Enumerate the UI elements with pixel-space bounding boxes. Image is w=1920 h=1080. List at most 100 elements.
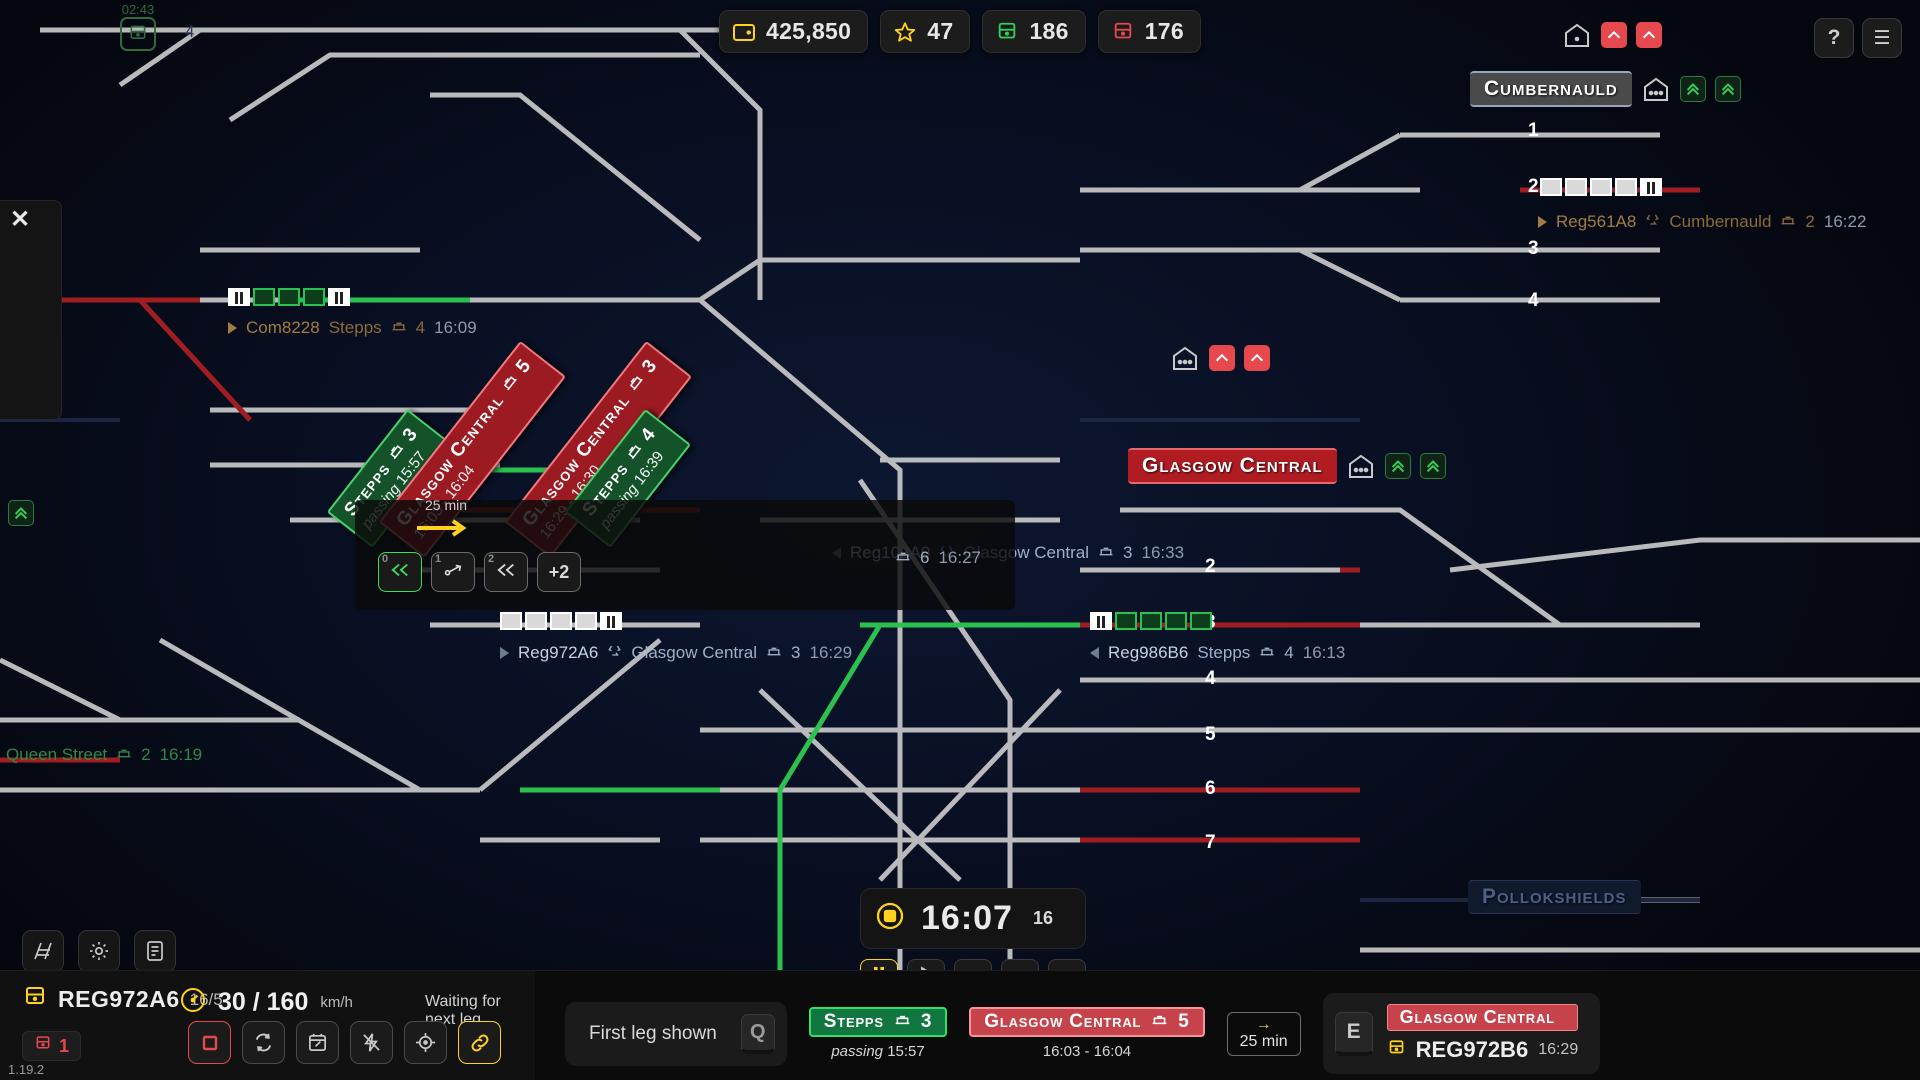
train-label-reg561a8[interactable]: Reg561A8 Cumbernauld 2 16:22 — [1538, 212, 1866, 232]
consist-reg972a6[interactable] — [500, 612, 622, 630]
direction-arrow-icon — [1538, 216, 1547, 228]
clock-box: 16:07 16 — [860, 888, 1086, 949]
late-value: 176 — [1144, 18, 1184, 44]
chevron-up-red-icon-2[interactable] — [1244, 345, 1270, 371]
stat-reputation[interactable]: 47 — [880, 10, 971, 53]
hud-train-panel: REG972A6 16/5 1 1.19.2 — [0, 971, 535, 1080]
chevron-up-icon-gc-2[interactable] — [1419, 453, 1446, 479]
schedule-tag-stepps-2[interactable]: Stepps 4 passing 16:39 — [564, 409, 691, 548]
settings-tool-button[interactable] — [78, 930, 120, 972]
depot-icon-tr[interactable] — [1562, 22, 1592, 48]
direction-arrow-icon-972 — [500, 647, 509, 659]
depot-icon[interactable] — [1641, 76, 1671, 102]
consist-reg986b6[interactable] — [1090, 612, 1212, 630]
platform-number-1: 1 — [1528, 120, 1539, 141]
route-context-popup: 25 min 0 1 — [355, 497, 1015, 610]
schedule-button[interactable] — [296, 1021, 339, 1064]
station-label-glasgow-central[interactable]: Glasgow Central — [1128, 448, 1337, 484]
chevron-up-side-icon[interactable] — [8, 500, 34, 526]
station-label-queen-street[interactable]: Queen Street 2 16:19 — [6, 745, 203, 764]
hud-train-row: REG972A6 16/5 — [0, 971, 535, 1014]
chevron-up-icon-1[interactable] — [1679, 76, 1706, 102]
depot-icon-mid[interactable] — [1170, 345, 1200, 371]
stat-ontime-trains[interactable]: 186 — [982, 10, 1086, 53]
reverse-button[interactable] — [242, 1021, 285, 1064]
stop-button[interactable] — [188, 1021, 231, 1064]
rewind-alt-icon — [496, 562, 516, 583]
schedule-tag-glasgow-2[interactable]: Glasgow Central 3 16:29 - 16:30 — [504, 340, 692, 558]
link-button[interactable] — [458, 1021, 501, 1064]
chevron-up-red-icon-1[interactable] — [1209, 345, 1235, 371]
no-boost-button[interactable] — [350, 1021, 393, 1064]
next-leg-panel[interactable]: E Glasgow Central REG972B6 16:29 — [1322, 993, 1601, 1074]
side-drawer[interactable] — [0, 200, 62, 420]
help-label: ? — [1827, 26, 1841, 49]
train-red-icon — [1111, 21, 1135, 43]
train-yellow-icon — [22, 985, 48, 1014]
leg-glasgow-plaque: Glasgow Central 5 — [969, 1007, 1205, 1037]
train-label-com8228[interactable]: Com8228 Stepps 4 16:09 — [228, 318, 477, 338]
more-options-button[interactable]: +2 — [537, 552, 581, 592]
hud-train-fraction: 16/5 — [189, 989, 223, 1009]
schedule-tag-stepps-1[interactable]: Stepps 3 passing 15:57 — [326, 409, 453, 548]
follow-button[interactable] — [404, 1021, 447, 1064]
popup-button-row: 0 1 2 — [378, 552, 581, 592]
hud-speed-value: 30 / 160 — [218, 988, 309, 1016]
delay-badge[interactable]: 1 — [22, 1031, 82, 1061]
swap-button[interactable]: 1 — [431, 552, 475, 592]
first-leg-keycap[interactable]: Q — [740, 1013, 775, 1054]
consist-com8228[interactable] — [228, 288, 350, 306]
rewind-alt-button[interactable]: 2 — [484, 552, 528, 592]
menu-button[interactable]: ☰ — [1862, 18, 1902, 58]
chevron-up-red-icon-tr-1[interactable] — [1601, 22, 1627, 48]
first-leg-banner[interactable]: First leg shown Q — [565, 1001, 787, 1066]
station-group-glasgow-central: Glasgow Central — [1128, 448, 1446, 484]
help-button[interactable]: ? — [1814, 18, 1854, 58]
wallet-icon — [732, 21, 756, 43]
station-group-cumbernauld: Cumbernauld — [1470, 71, 1741, 107]
schedule-tag-glasgow-1[interactable]: Glasgow Central 5 16:03 - 16:04 — [378, 340, 566, 558]
hud-train-code: REG972A6 — [58, 986, 180, 1012]
menu-icon: ☰ — [1873, 27, 1891, 49]
platform-number-4: 4 — [1528, 290, 1539, 311]
coach-icon-leg1 — [894, 1011, 911, 1033]
train-label-reg986b6[interactable]: Reg986B6 Stepps 4 16:13 — [1090, 643, 1345, 663]
tracks-tool-button[interactable] — [22, 930, 64, 972]
popup-direction-arrow-icon — [415, 518, 471, 543]
stat-late-trains[interactable]: 176 — [1097, 10, 1201, 53]
coach-icon — [1780, 212, 1796, 232]
station-label-pollokshields[interactable]: Pollokshields — [1468, 880, 1641, 914]
platform-number-3: 3 — [1528, 238, 1539, 259]
list-tool-button[interactable] — [134, 930, 176, 972]
chevron-up-red-icon-tr-2[interactable] — [1636, 22, 1662, 48]
close-icon[interactable]: ✕ — [10, 206, 31, 233]
coach-icon-leg2 — [1151, 1011, 1168, 1033]
train-label-reg972a6[interactable]: Reg972A6 Glasgow Central 3 16:29 — [500, 643, 852, 663]
top-stat-bar: 425,850 47 186 176 — [0, 10, 1920, 53]
rewind-button[interactable]: 0 — [378, 552, 422, 592]
hud-speed-unit: km/h — [320, 994, 353, 1011]
corner-count: 4 — [185, 22, 195, 41]
corner-timer: 02:43 — [120, 2, 156, 51]
station-label-cumbernauld[interactable]: Cumbernauld — [1470, 71, 1632, 107]
chevron-up-icon-2[interactable] — [1714, 76, 1741, 102]
next-leg-keycap[interactable]: E — [1334, 1011, 1373, 1056]
money-value: 425,850 — [766, 18, 852, 44]
leg-glasgow-central[interactable]: Glasgow Central 5 16:03 - 16:04 — [969, 1007, 1205, 1060]
consist-reg561a8[interactable] — [1540, 178, 1662, 196]
leg-stepps[interactable]: Stepps 3 passing 15:57 — [808, 1007, 948, 1060]
gc-platform-5: 5 — [1205, 724, 1216, 745]
platform-number-2: 2 — [1528, 176, 1539, 197]
leg-gap-box: → 25 min — [1226, 1011, 1301, 1056]
coach-icon-com — [391, 318, 407, 338]
depot-icon-gc[interactable] — [1346, 453, 1376, 479]
clock-time: 16:07 — [921, 899, 1013, 937]
chevron-up-icon-gc-1[interactable] — [1384, 453, 1411, 479]
train-icon — [120, 17, 156, 51]
train-red-small-icon — [34, 1035, 52, 1057]
stat-money[interactable]: 425,850 — [719, 10, 869, 53]
coach-icon-102 — [1098, 543, 1114, 563]
bottom-hud: REG972A6 16/5 1 1.19.2 — [0, 970, 1920, 1080]
